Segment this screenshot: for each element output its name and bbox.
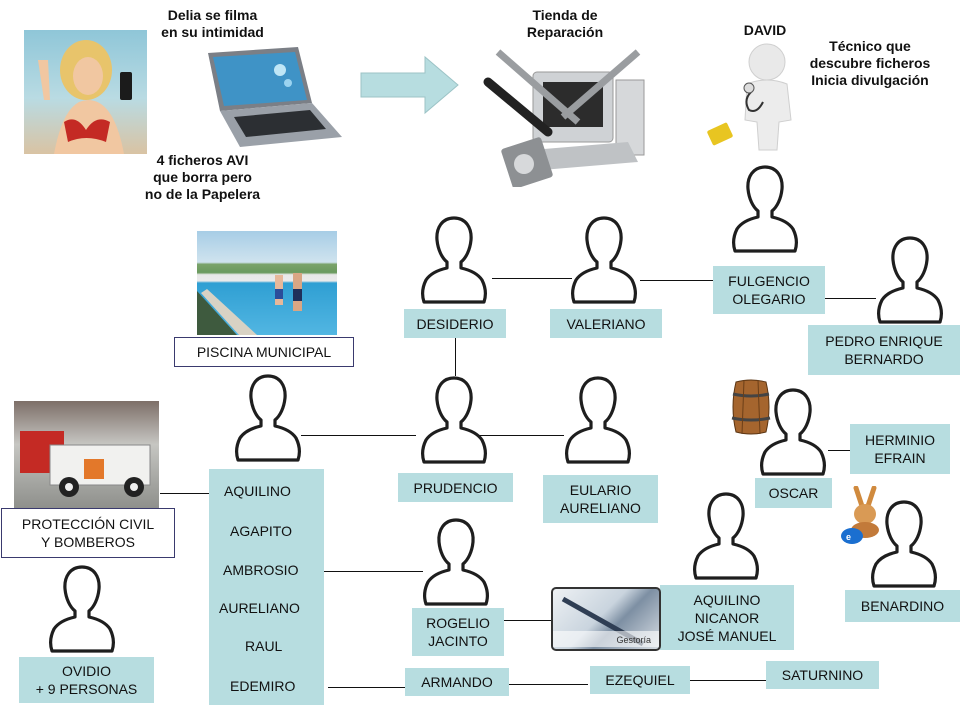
name-box-pedro-enrique-bernardo: PEDRO ENRIQUE BERNARDO — [808, 325, 960, 375]
technician-caption: Técnico que descubre ficheros Inicia div… — [809, 38, 931, 88]
connector-line — [455, 334, 456, 376]
group-item: EDEMIRO — [230, 678, 296, 694]
name-box-aquilino-nicanor-jose-manuel: AQUILINO NICANOR JOSÉ MANUEL — [660, 585, 794, 650]
civil-protection-picture — [14, 401, 159, 509]
name-box-prudencio: PRUDENCIO — [398, 473, 513, 502]
name-box-herminio-efrain: HERMINIO EFRAIN — [850, 424, 950, 474]
connector-line — [508, 684, 588, 685]
repair-shop-picture — [478, 42, 650, 187]
group-item: AGAPITO — [230, 523, 292, 539]
person-icon-aquilino-group-left — [230, 372, 306, 462]
barrel-icon — [730, 378, 772, 436]
arrow-right-icon — [360, 55, 460, 115]
connector-line — [492, 278, 572, 279]
connector-line — [500, 620, 552, 621]
name-box-desiderio: DESIDERIO — [404, 309, 506, 338]
connector-line — [301, 435, 416, 436]
name-box-armando: ARMANDO — [405, 668, 509, 696]
gestoria-label: Gestoría — [616, 635, 651, 645]
person-icon-prudencio — [416, 374, 492, 464]
person-icon-aquilino-nicanor — [688, 490, 764, 580]
laptop-picture — [200, 45, 345, 150]
name-box-fulgencio-olegario: FULGENCIO OLEGARIO — [713, 266, 825, 314]
person-icon-desiderio — [416, 214, 492, 304]
shop-caption: Tienda de Reparación — [526, 7, 604, 40]
group-item: AMBROSIO — [223, 562, 299, 578]
connector-line — [828, 450, 850, 451]
emule-logo-icon: e — [840, 485, 890, 548]
person-icon-rogelio — [418, 516, 494, 606]
connector-line — [160, 493, 222, 494]
delia-caption: Delia se filma en su intimidad — [161, 7, 264, 40]
name-box-benardino: BENARDINO — [845, 590, 960, 622]
group-list-box: AQUILINO AGAPITO AMBROSIO AURELIANO RAUL… — [209, 469, 324, 705]
name-box-ezequiel: EZEQUIEL — [590, 666, 690, 694]
person-icon-pedro — [872, 234, 948, 324]
delia-picture — [24, 30, 147, 154]
person-icon-ovidio — [44, 563, 120, 653]
person-icon-fulgencio — [727, 163, 803, 253]
connector-line — [315, 571, 423, 572]
david-caption: DAVID — [743, 22, 787, 38]
gestoria-picture: Gestoría — [551, 587, 661, 651]
name-box-saturnino: SATURNINO — [766, 661, 879, 689]
group-item: RAUL — [245, 638, 283, 654]
name-box-valeriano: VALERIANO — [550, 309, 662, 338]
connector-line — [479, 435, 564, 436]
connector-line — [812, 298, 876, 299]
david-picture — [705, 40, 815, 152]
name-box-oscar: OSCAR — [755, 478, 832, 508]
name-box-ovidio-9-personas: OVIDIO + 9 PERSONAS — [19, 657, 154, 703]
pool-picture — [197, 231, 337, 335]
group-item: AURELIANO — [219, 600, 300, 616]
name-box-eulario-aureliano: EULARIO AURELIANO — [543, 475, 658, 523]
pool-label: PISCINA MUNICIPAL — [174, 337, 354, 367]
connector-line — [640, 280, 718, 281]
civil-protection-label: PROTECCIÓN CIVIL Y BOMBEROS — [1, 508, 175, 558]
svg-text:e: e — [846, 532, 851, 542]
connector-line — [328, 687, 405, 688]
person-icon-valeriano — [566, 214, 642, 304]
name-box-rogelio-jacinto: ROGELIO JACINTO — [412, 608, 504, 656]
connector-line — [690, 680, 766, 681]
person-icon-eulario — [560, 374, 636, 464]
group-item: AQUILINO — [224, 483, 291, 499]
files-caption: 4 ficheros AVI que borra pero no de la P… — [144, 152, 261, 202]
